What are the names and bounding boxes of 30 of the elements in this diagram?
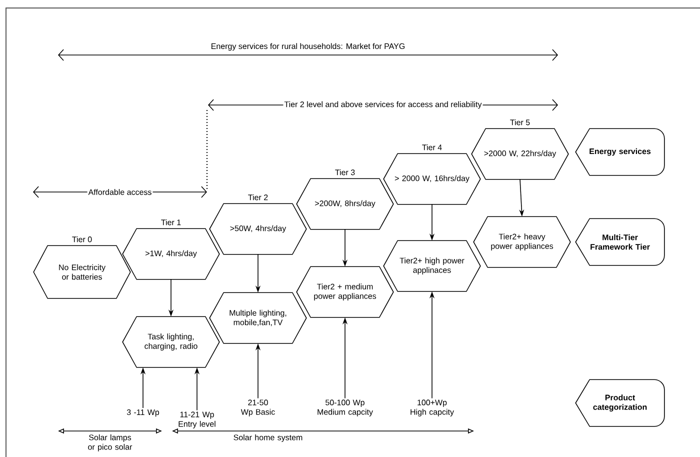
hexagon-box: >2000 W, 22hrs/day bbox=[471, 128, 569, 180]
hexagon-box: Tier2+ heavy power appliances bbox=[473, 216, 571, 268]
range-label: Solar home system bbox=[234, 434, 302, 442]
range-label: Affordable access bbox=[87, 188, 153, 196]
tier-label: Tier 0 bbox=[72, 236, 92, 242]
tier-label: Tier 1 bbox=[161, 219, 181, 226]
hexagon-box: >200W, 8hrs/day bbox=[296, 178, 394, 230]
capacity-label: 50-100 Wp Medium capcity bbox=[318, 400, 373, 416]
hexagon-box: Multiple lighting, mobile,fan,TV bbox=[209, 292, 307, 344]
range-label: Tier 2 level and above services for access and reliability bbox=[283, 100, 483, 110]
capacity-label: 100+Wp High capcity bbox=[410, 400, 454, 416]
hexagon-box: Task lighting, charging, radio bbox=[122, 316, 220, 368]
hexagon-box: Tier2 + medium power appliances bbox=[296, 266, 394, 318]
hexagon-box: >1W, 4hrs/day bbox=[122, 228, 220, 280]
capacity-label: 21-50 Wp Basic bbox=[240, 400, 275, 416]
capacity-label: 3 -11 Wp bbox=[126, 409, 160, 417]
range-label: Energy services for rural households: Market for PAYG bbox=[212, 43, 405, 51]
tier-label: Tier 2 bbox=[248, 194, 268, 200]
hexagon-box: >50W, 4hrs/day bbox=[209, 203, 307, 255]
capacity-label: 11-21 Wp Entry level bbox=[178, 412, 216, 428]
category-box: Product categorization bbox=[575, 379, 665, 427]
hexagon-box: No Electricity or batteries bbox=[33, 245, 131, 299]
tier-label: Tier 5 bbox=[510, 119, 530, 126]
tier-label: Tier 4 bbox=[422, 144, 442, 150]
category-box: Multi-Tier Framework Tier bbox=[575, 218, 665, 266]
hexagon-box: Tier2+ high power applinaces bbox=[383, 240, 481, 292]
hexagon-box: > 2000 W, 16hrs/day bbox=[383, 153, 481, 205]
range-label: Solar lamps or pico solar bbox=[88, 434, 132, 452]
category-box: Energy services bbox=[575, 128, 665, 176]
tier-label: Tier 3 bbox=[335, 169, 355, 176]
